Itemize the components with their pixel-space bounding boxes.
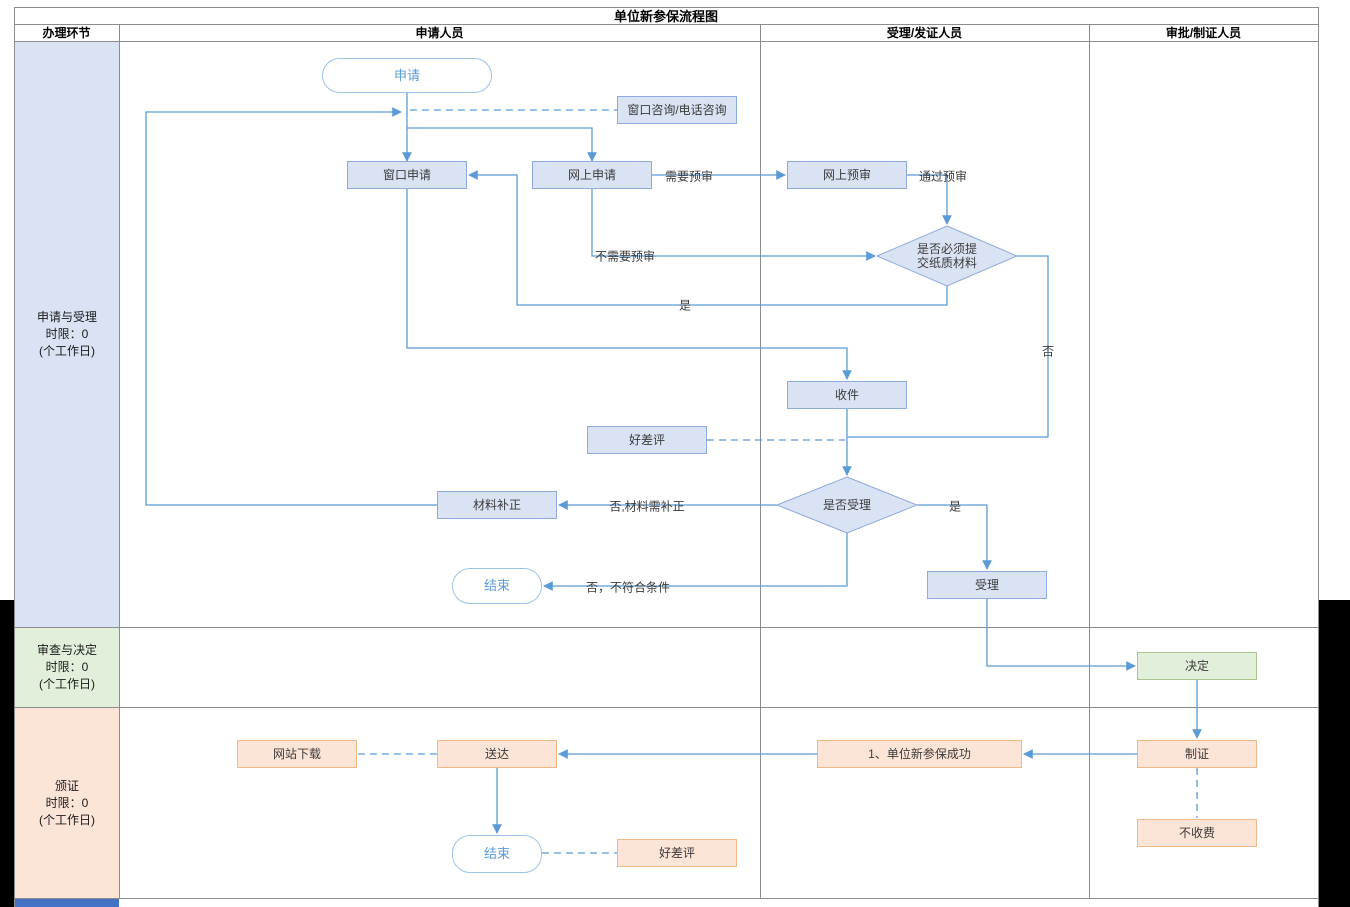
edge-label-yes-accept: 是 — [948, 499, 962, 514]
node-start: 申请 — [322, 58, 492, 93]
page-margin-left — [0, 600, 14, 907]
grid-line — [14, 627, 1318, 628]
edge-decision-to-accept — [917, 504, 992, 570]
node-no-fee: 不收费 — [1137, 819, 1257, 847]
node-accept-decision-label: 是否受理 — [822, 498, 871, 512]
grid-line — [14, 24, 1318, 25]
lane-apply-name: 申请与受理 — [36, 310, 97, 324]
node-deliver: 送达 — [437, 740, 557, 768]
node-online-apply: 网上申请 — [532, 161, 652, 189]
grid-line — [14, 7, 15, 907]
lane-label-issue: 颁证 时限：0 (个工作日) — [15, 708, 119, 898]
grid-line — [14, 707, 1318, 708]
node-online-preview: 网上预审 — [787, 161, 907, 189]
grid-line — [760, 24, 761, 898]
node-review-feedback-2: 好差评 — [617, 839, 737, 867]
edge-label-pass-preview: 通过预审 — [918, 169, 968, 184]
edge-label-need-preview: 需要预审 — [664, 169, 714, 184]
lane-issue-unit: (个工作日) — [39, 812, 95, 827]
column-header-acceptor: 受理/发证人员 — [886, 26, 963, 40]
edge-label-no-need-preview: 不需要预审 — [594, 249, 656, 264]
grid-line — [14, 7, 1318, 8]
lane-label-apply: 申请与受理 时限：0 (个工作日) — [15, 42, 119, 627]
node-end-1: 结束 — [452, 568, 542, 604]
grid-line — [1089, 24, 1090, 898]
grid-line — [14, 898, 1318, 899]
column-header-applicant: 申请人员 — [415, 26, 464, 40]
node-accept: 受理 — [927, 571, 1047, 599]
lane-label-review: 审查与决定 时限：0 (个工作日) — [15, 628, 119, 707]
edge-material-fix-loop — [145, 107, 437, 506]
node-material-fix: 材料补正 — [437, 491, 557, 519]
node-accept-decision-shape — [775, 476, 919, 534]
edge-label-yes-paper: 是 — [678, 298, 692, 313]
lane-review-unit: (个工作日) — [39, 677, 95, 691]
lane-apply-unit: (个工作日) — [39, 344, 95, 358]
edge-label-no-condition: 否，不符合条件 — [585, 580, 671, 595]
grid-line — [14, 41, 1318, 42]
edge-start-to-online-apply — [407, 127, 597, 162]
edge-preview-to-paper-decision — [907, 174, 952, 225]
column-header-stage: 办理环节 — [42, 26, 91, 40]
edge-decision-to-end1 — [543, 533, 848, 591]
edge-window-apply-to-receive — [406, 189, 852, 380]
grid-line — [1318, 7, 1319, 907]
edge-paper-no-merge — [848, 255, 1049, 438]
node-review-feedback-1: 好差评 — [587, 426, 707, 454]
node-end-2: 结束 — [452, 835, 542, 873]
edge-paper-yes-to-window-apply — [468, 170, 948, 306]
edge-label-no-paper: 否 — [1041, 344, 1055, 359]
node-paper-decision-label: 是否必须提交纸质材料 — [916, 242, 977, 270]
grid-line — [119, 24, 120, 898]
lane-review-name: 审查与决定 — [36, 643, 97, 657]
node-make-cert: 制证 — [1137, 740, 1257, 768]
lane-apply-limit: 时限：0 — [45, 327, 89, 341]
page-margin-right — [1318, 600, 1350, 907]
node-decide: 决定 — [1137, 652, 1257, 680]
lane-review-limit: 时限：0 — [45, 660, 89, 674]
edge-label-no-material: 否,材料需补正 — [609, 499, 685, 514]
node-receive: 收件 — [787, 381, 907, 409]
node-success: 1、单位新参保成功 — [817, 740, 1022, 768]
edge-online-apply-no-preview — [591, 189, 876, 261]
edge-accept-to-decide — [986, 599, 1136, 671]
lane-issue-limit: 时限：0 — [45, 795, 89, 810]
lane-issue-name: 颁证 — [54, 778, 79, 793]
node-download: 网站下载 — [237, 740, 357, 768]
node-paper-decision-shape — [875, 225, 1019, 287]
page-title: 单位新参保流程图 — [613, 9, 718, 24]
node-consult: 窗口咨询/电话咨询 — [617, 96, 737, 124]
node-window-apply: 窗口申请 — [347, 161, 467, 189]
column-header-approver: 审批/制证人员 — [1165, 26, 1242, 40]
next-lane-strip — [15, 899, 119, 907]
